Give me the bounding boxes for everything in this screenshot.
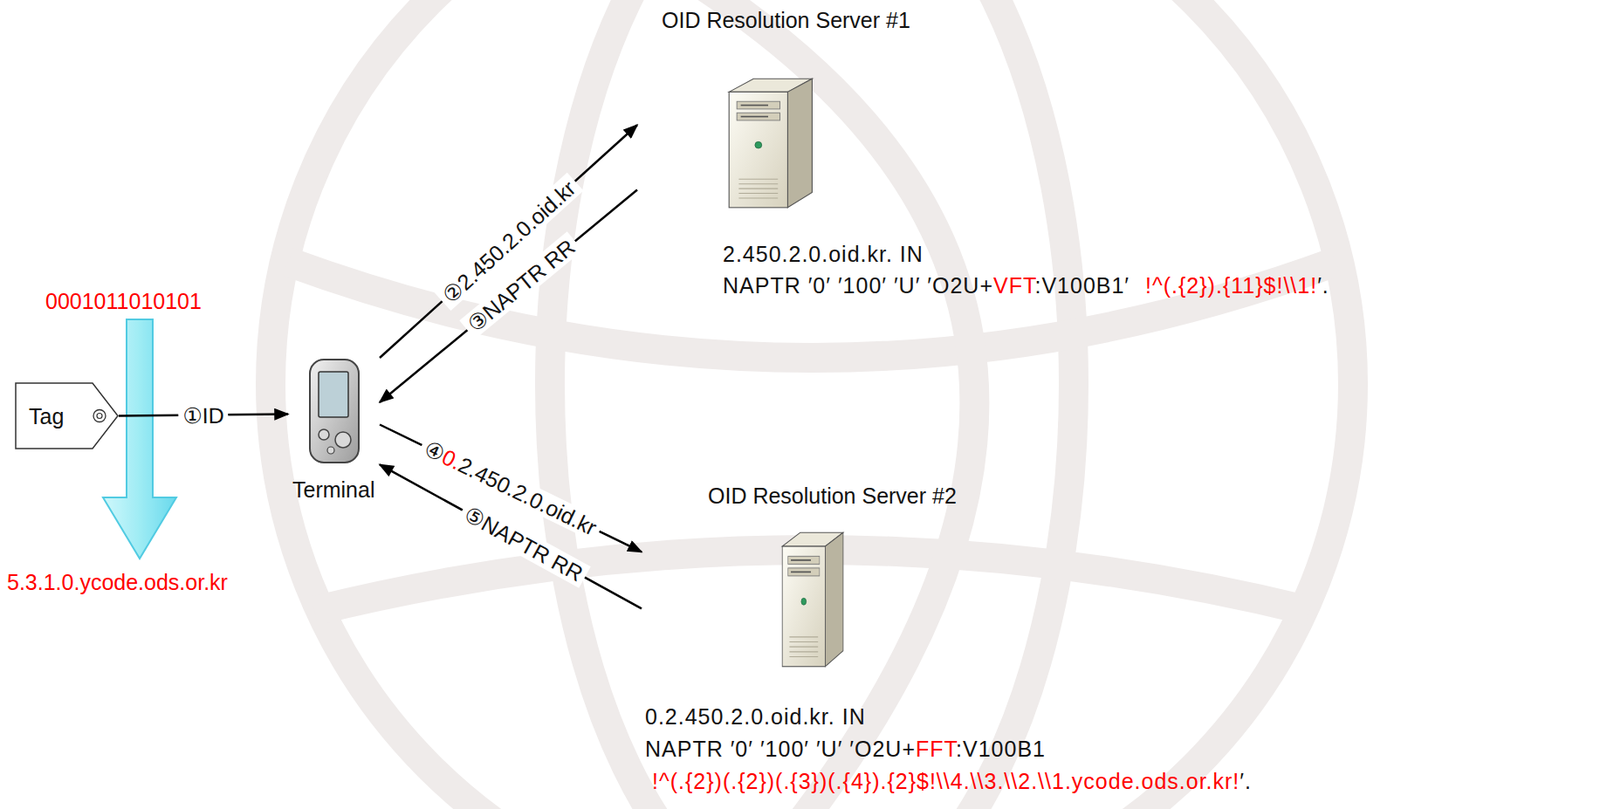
arrow-label: ①ID	[178, 402, 229, 428]
tag-node: Tag	[14, 382, 119, 450]
vent-line	[738, 192, 778, 194]
record-text: :V100B1	[955, 736, 1046, 762]
vent-line	[789, 636, 818, 638]
record-text: 2.450.2.0.oid.kr. IN	[722, 241, 924, 267]
record-highlight: VFT	[993, 273, 1035, 298]
server-side	[824, 532, 844, 667]
server-node: OID Resolution Server #2 0.2.450.2.0.oid.…	[641, 482, 1256, 798]
record-text: 0.2.450.2.0.oid.kr. IN	[645, 704, 866, 729]
power-led	[755, 141, 763, 149]
vent-line	[738, 188, 778, 190]
record-text: ′.	[1239, 769, 1252, 794]
record-text: ′.	[1317, 273, 1330, 298]
power-led	[801, 597, 807, 605]
record-highlight: !^(.{2}).{11}$!\\1!	[1145, 273, 1318, 298]
server-icon	[719, 76, 818, 210]
record-line: !^(.{2})(.{2})(.{3})(.{4}).{2}$!\\4.\\3.…	[652, 768, 1252, 795]
server-front	[782, 546, 825, 667]
code-label: 5.3.1.0.ycode.ods.or.kr	[6, 569, 228, 596]
server-side	[787, 78, 812, 208]
vent-line	[738, 197, 778, 199]
tag-shape	[15, 383, 118, 449]
terminal-node: Terminal	[288, 357, 380, 507]
record-highlight: !^(.{2})(.{2})(.{3})(.{4}).{2}$!\\4.\\3.…	[652, 769, 1240, 794]
drive-slot	[790, 559, 811, 562]
record-line: 2.450.2.0.oid.kr. IN	[722, 240, 924, 268]
drive-slot	[741, 116, 769, 118]
record-line: NAPTR ′0′ ′100′ ′U′ ′O2U+FFT:V100B1	[645, 735, 1046, 763]
tag-hole	[93, 410, 106, 423]
tag-text: Tag	[28, 403, 64, 430]
server-title: OID Resolution Server #2	[707, 482, 957, 509]
device-button	[335, 432, 351, 448]
code-label: 0001011010101	[45, 288, 202, 315]
drive-bay	[788, 556, 820, 564]
globe-swirl	[541, 0, 975, 809]
terminal-icon	[306, 357, 363, 466]
record-highlight: FFT	[915, 736, 956, 762]
drive-slot	[741, 104, 769, 107]
message-arrow	[379, 190, 638, 403]
globe-outline	[270, 0, 1353, 809]
globe-latitude	[288, 261, 1336, 358]
device-button	[327, 446, 335, 454]
device-screen	[318, 371, 349, 418]
message-arrow	[379, 124, 638, 358]
vent-line	[789, 646, 818, 648]
drive-bay	[736, 101, 780, 110]
vent-line	[789, 651, 818, 653]
record-text: :V100B1′	[1034, 273, 1130, 298]
device-body	[309, 359, 359, 463]
drive-bay	[736, 112, 780, 121]
tag-hole-center	[96, 413, 103, 419]
vent-line	[738, 183, 778, 185]
globe-arcs	[270, 0, 1353, 809]
record-text: NAPTR ′0′ ′100′ ′U′ ′O2U+	[722, 273, 994, 298]
globe-meridian	[549, 0, 1074, 809]
drive-bay	[788, 568, 820, 577]
record-line: 0.2.450.2.0.oid.kr. IN	[645, 703, 866, 730]
device-button	[318, 429, 330, 440]
vent-line	[789, 656, 818, 658]
server-icon	[775, 530, 847, 669]
decode-arrow	[103, 319, 177, 559]
record-text: NAPTR ′0′ ′100′ ′U′ ′O2U+	[645, 736, 916, 762]
vent-line	[789, 641, 818, 643]
record-line: NAPTR ′0′ ′100′ ′U′ ′O2U+VFT:V100B1′ !^(.…	[722, 272, 1330, 299]
server-front	[728, 91, 788, 207]
server-title: OID Resolution Server #1	[661, 6, 911, 34]
drive-slot	[790, 571, 811, 574]
vent-line	[738, 178, 778, 180]
server-node: OID Resolution Server #1 2.450.2.0.oid.kr…	[637, 6, 1333, 303]
terminal-label: Terminal	[292, 476, 375, 503]
